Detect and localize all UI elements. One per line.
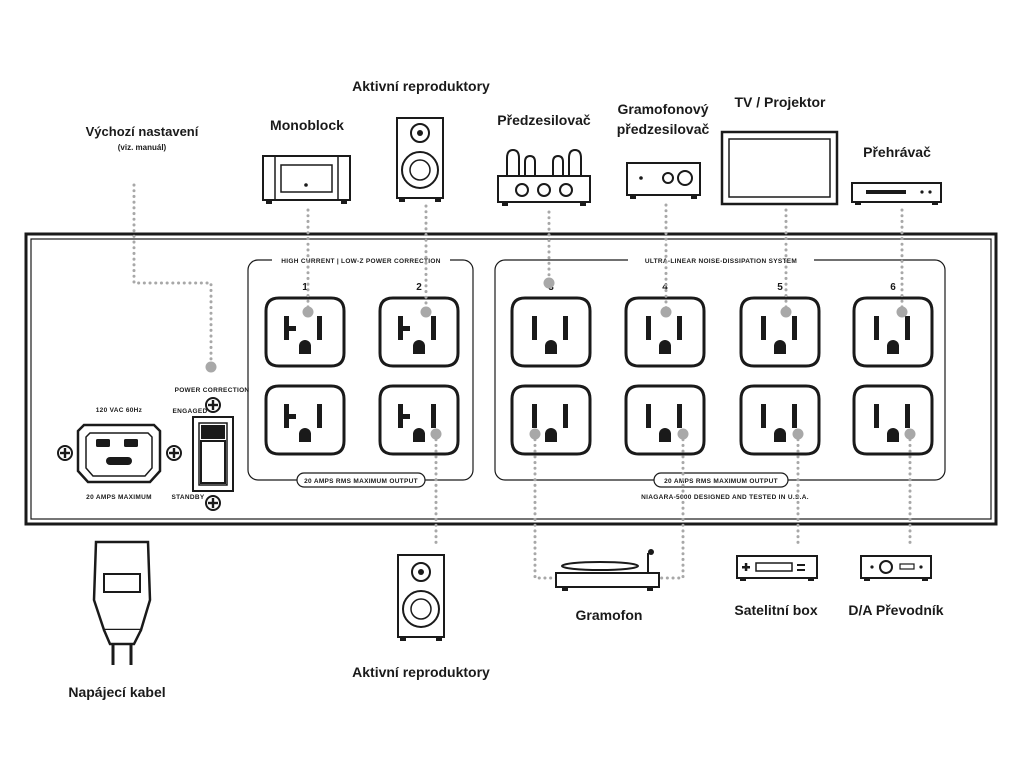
outlet-5-top[interactable] [739,296,821,368]
monoblock-label: Monoblock [270,117,344,133]
satellite-box-icon [736,555,818,581]
default-settings-label: Výchozí nastavení [86,124,199,139]
connection-leaders [132,183,912,580]
outlet-2-bottom[interactable] [378,384,460,456]
group1-footer: 20 AMPS RMS MAXIMUM OUTPUT [304,478,418,485]
phono-preamp-label-1: Gramofonový [617,101,708,117]
power-conditioner-panel [24,232,998,526]
inlet-max: 20 AMPS MAXIMUM [86,494,152,501]
power-plug-icon [92,540,152,665]
dac-label: D/A Převodník [848,602,943,618]
connection-dots [205,277,916,440]
outlet-2-top[interactable] [378,296,460,368]
outlet-6-top[interactable] [852,296,934,368]
power-correction-label: POWER CORRECTION [175,387,250,394]
model-line: NIAGARA-5000 DESIGNED AND TESTED IN U.S.… [641,494,809,501]
player-label: Přehrávač [863,144,931,160]
outlet-number-1: 1 [302,282,308,293]
dac-icon [860,555,932,581]
leader-phono-in [658,432,685,580]
power-cable-label: Napájecí kabel [68,684,165,700]
outlet-3-top[interactable] [510,296,592,368]
outlet-number-5: 5 [777,282,783,293]
outlet-6-bottom[interactable] [852,384,934,456]
group1-title: HIGH CURRENT | LOW-Z POWER CORRECTION [281,258,440,265]
speaker-icon [396,117,444,202]
preamp-label: Předzesilovač [497,112,591,128]
phono-preamp-label-2: předzesilovač [617,121,710,137]
outlet-number-4: 4 [662,282,668,293]
satellite-box-label: Satelitní box [734,602,817,618]
noise-dissipation-group: ULTRA-LINEAR NOISE-DISSIPATION SYSTEM 20… [494,254,946,501]
group2-title: ULTRA-LINEAR NOISE-DISSIPATION SYSTEM [645,258,797,265]
tv-label: TV / Projektor [734,94,826,110]
outlet-number-6: 6 [890,282,896,293]
tv-icon [720,130,839,206]
outlet-1-bottom[interactable] [264,384,346,456]
power-inlet: 120 VAC 60Hz 20 AMPS MAXIMUM [57,407,182,501]
standby-label: STANDBY [171,494,204,501]
speaker-icon [397,554,445,641]
engaged-label: ENGAGED [173,408,208,415]
outlet-4-bottom[interactable] [624,384,706,456]
leader-turntable [533,432,560,580]
turntable-label: Gramofon [576,607,643,623]
outlet-number-2: 2 [416,282,422,293]
default-settings-sub: (viz. manuál) [118,143,167,152]
turntable-icon [555,549,660,591]
inlet-rating: 120 VAC 60Hz [96,407,143,414]
outlet-5-bottom[interactable] [739,384,821,456]
phono-preamp-icon [626,162,701,199]
tube-preamp-icon [497,148,591,206]
speakers-top-label: Aktivní reproduktory [352,78,490,94]
amplifier-icon [262,155,351,204]
high-current-group: HIGH CURRENT | LOW-Z POWER CORRECTION 20… [247,254,474,488]
outlet-3-bottom[interactable] [510,384,592,456]
power-correction-switch[interactable]: POWER CORRECTION ENGAGED STANDBY [171,387,250,511]
player-icon [851,182,942,205]
leader-default [132,183,213,368]
speakers-bottom-label: Aktivní reproduktory [352,664,490,680]
group2-footer: 20 AMPS RMS MAXIMUM OUTPUT [664,478,778,485]
